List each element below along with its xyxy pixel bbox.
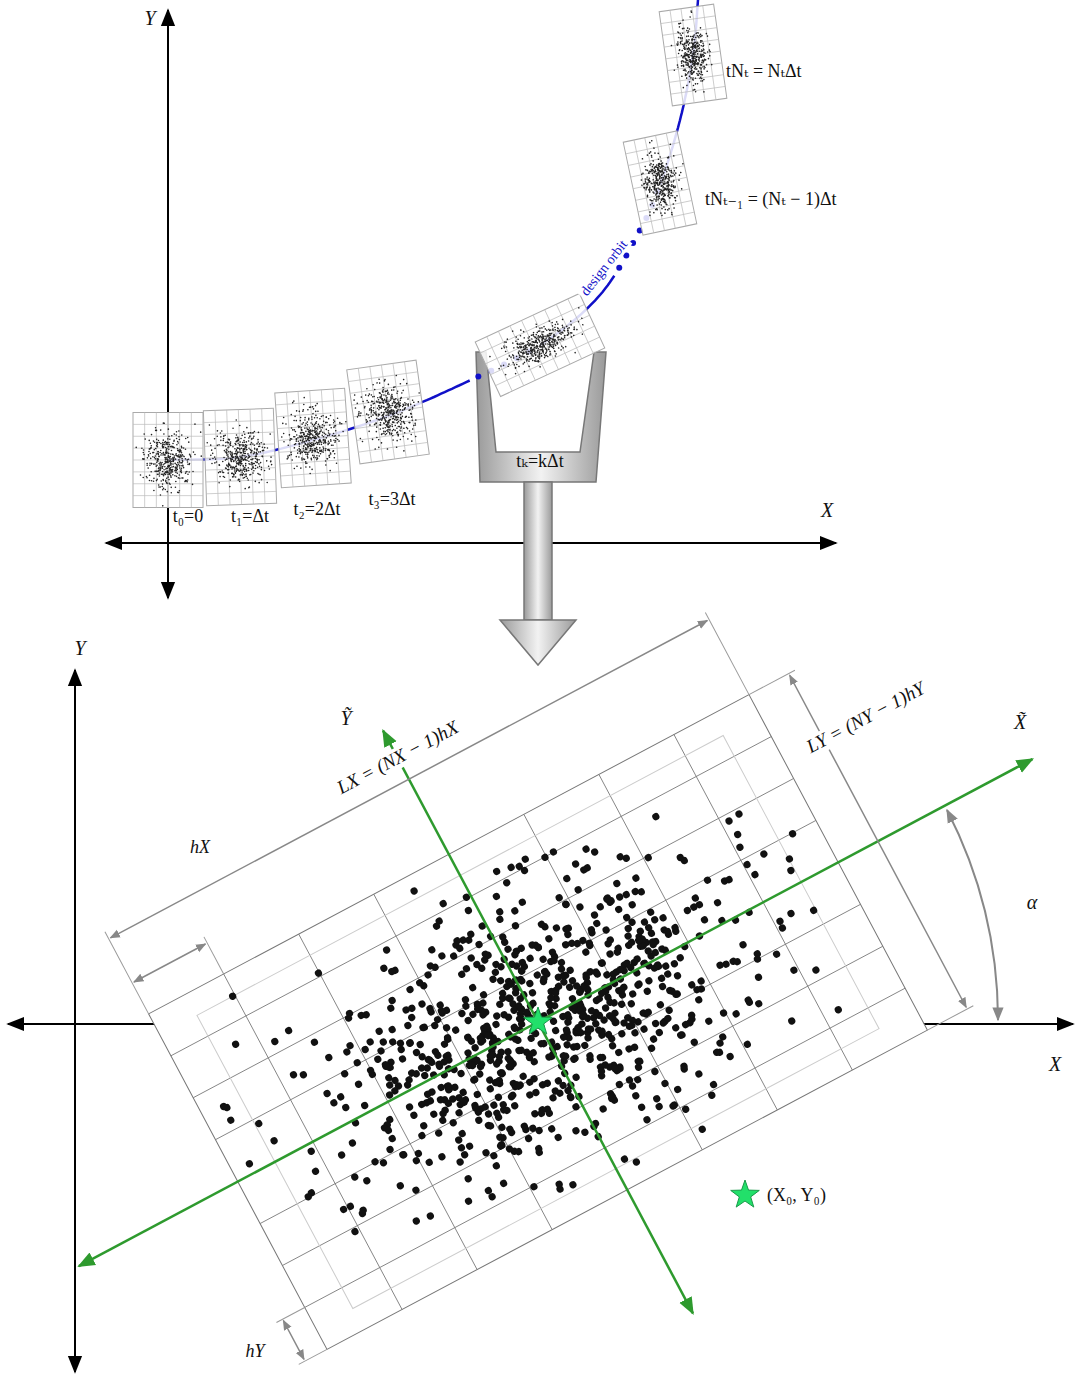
angle-label: α [1024,891,1041,913]
origin-star [524,1007,553,1034]
time-label: t₃=3Δt [368,490,415,510]
time-label: tNₜ = NₜΔt [726,62,802,82]
time-label: tNₜ₋₁ = (Nₜ − 1)Δt [705,190,837,210]
time-label: t₂=2Δt [293,500,340,520]
time-label: t₀=0 [173,507,203,527]
axis-label: X [821,499,833,521]
axis-label: Y [144,7,155,29]
time-label: t₁=Δt [231,507,269,527]
point-label: (X₀, Y₀) [767,1186,826,1206]
rotated-grid [0,468,1079,1378]
particle-grids [133,4,727,507]
x-axis [106,542,836,544]
y-axis [167,10,169,598]
time-label: tₖ=kΔt [516,452,563,472]
dimension-label: LY = (NY − 1)hY [801,677,932,760]
design-orbit [168,0,698,460]
axis-label: Y [74,637,85,659]
y-axis [74,670,76,1372]
dimension-label: hX [187,838,213,858]
dimension-label: hY [242,1342,267,1362]
legend-star [731,1180,760,1207]
angle-arc [947,810,998,1020]
funnel-arrow [476,352,606,665]
axis-label: X̃ [1014,711,1026,733]
axis-label: X [1049,1053,1061,1075]
axis-label: Ỹ [340,707,351,729]
